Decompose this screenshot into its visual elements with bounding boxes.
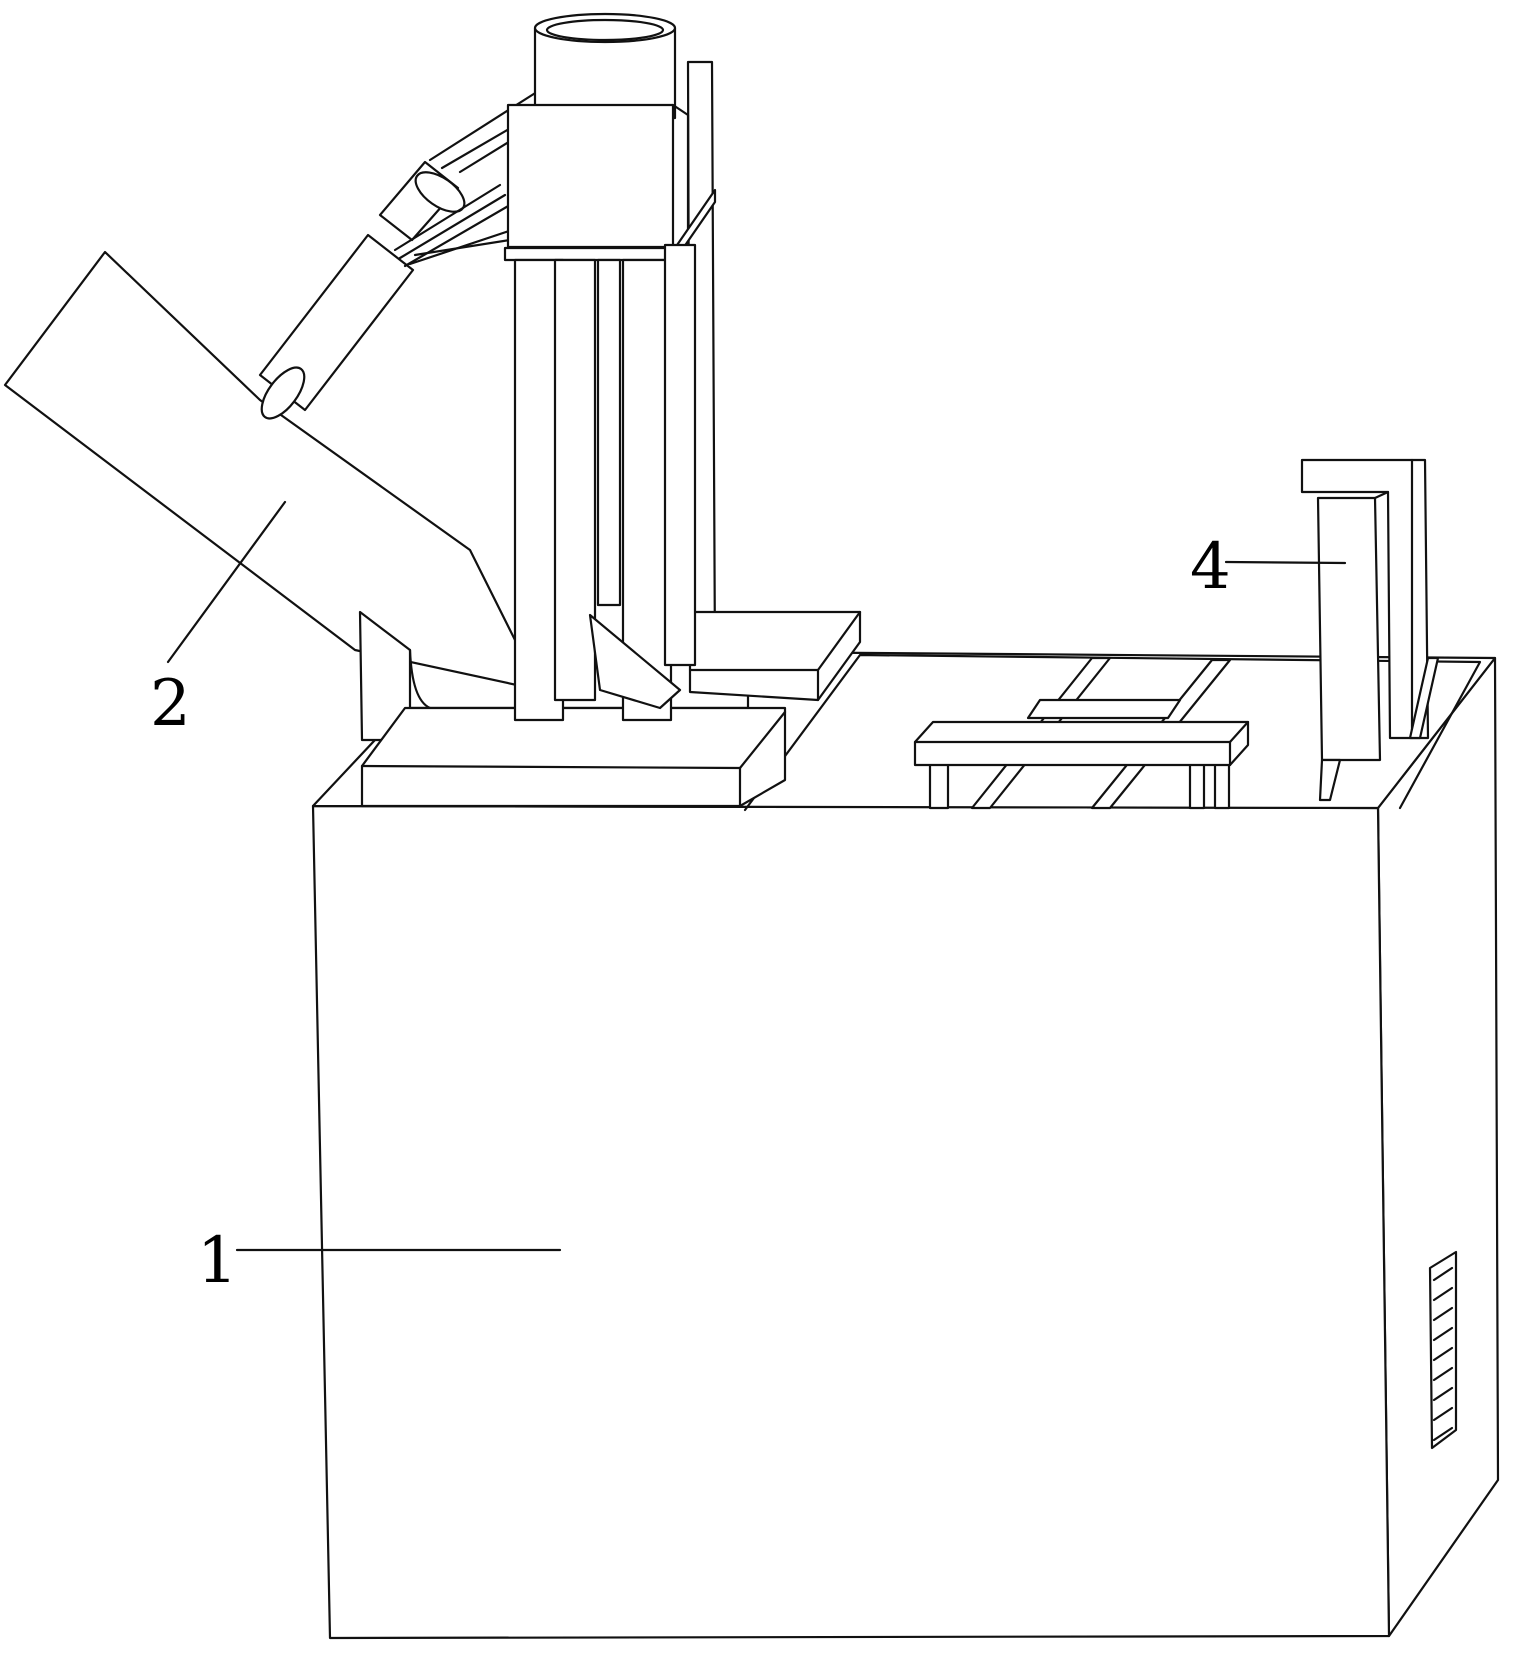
guide-rod-3 <box>596 258 622 607</box>
cabinet-front-face <box>311 804 1391 1640</box>
hopper-wedge <box>588 613 682 710</box>
feed-tube-end <box>260 366 306 420</box>
label-1: 1 <box>197 1224 238 1298</box>
vent-grille-slots <box>1432 1266 1454 1442</box>
label-2: 2 <box>150 667 191 741</box>
guide-rod-5 <box>663 243 697 667</box>
hopper-mouth-curve <box>408 648 432 710</box>
leader-line-4 <box>1224 560 1347 565</box>
grid-rack <box>913 656 1250 810</box>
rack-crossbar-front <box>913 720 1250 767</box>
rack-crossbar-back <box>1026 698 1182 720</box>
front-base-plate <box>360 706 787 808</box>
feed-hopper <box>3 88 562 742</box>
hopper-body <box>3 250 542 692</box>
label-4: 4 <box>1190 530 1231 604</box>
motor-housing <box>506 103 675 249</box>
cylinder-top <box>533 12 677 44</box>
guide-rod-2 <box>553 258 597 702</box>
vent-grille-frame <box>1428 1250 1458 1450</box>
feed-tube <box>258 233 415 412</box>
cabinet-side-face <box>1376 656 1500 1638</box>
bracket-inner-plate <box>1316 496 1382 762</box>
lifting-column <box>360 12 862 808</box>
cabinet-top-rim <box>743 653 1482 812</box>
leader-line-2 <box>166 500 287 664</box>
bracket-frame <box>1300 458 1430 740</box>
